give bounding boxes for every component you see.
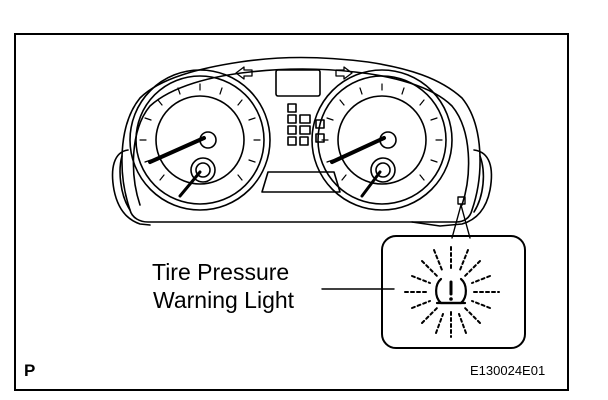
figure-id: E130024E01 bbox=[470, 363, 546, 378]
tachometer-gauge bbox=[311, 69, 453, 211]
panel-letter: P bbox=[24, 361, 36, 380]
tire-pressure-warning-icon bbox=[381, 235, 526, 349]
turn-signal-right-icon bbox=[335, 66, 353, 80]
speedometer-gauge bbox=[129, 69, 271, 211]
callout-warning-light: Warning Light bbox=[153, 287, 295, 313]
callout-tire-pressure: Tire Pressure bbox=[152, 259, 290, 285]
turn-signal-left-icon bbox=[235, 66, 253, 80]
instrument-cluster bbox=[111, 56, 493, 227]
figure-frame bbox=[14, 33, 569, 391]
